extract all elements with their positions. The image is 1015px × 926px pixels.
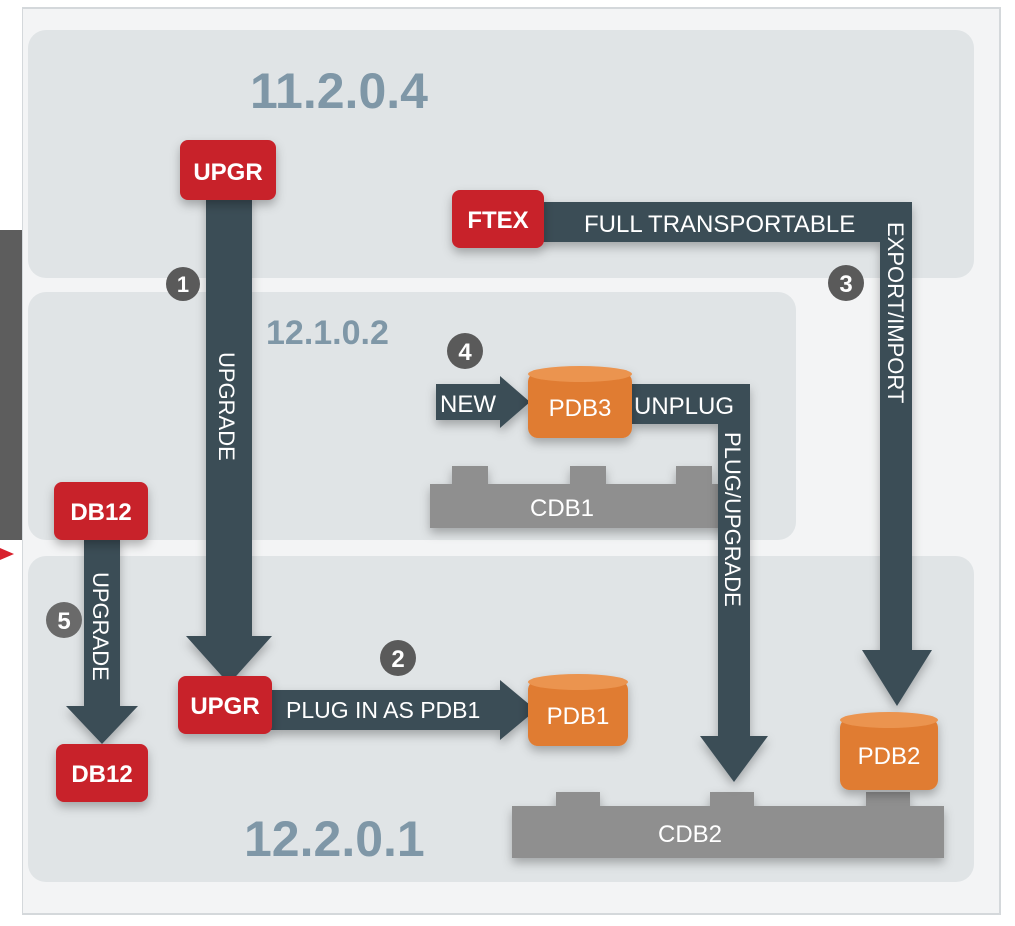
left-edge-fragment xyxy=(0,0,22,926)
upgr-top-label: UPGR xyxy=(193,159,262,186)
cdb2-container-bar xyxy=(512,792,944,858)
plug-upgrade-label: PLUG/UPGRADE xyxy=(720,432,745,607)
ftex-label: FTEX xyxy=(467,207,528,234)
svg-text:4: 4 xyxy=(458,339,472,366)
db12-bottom-node xyxy=(56,744,148,802)
version-label-11-2-0-4: 11.2.0.4 xyxy=(250,63,428,119)
version-label-12-2-0-1: 12.2.0.1 xyxy=(244,811,425,867)
version-label-12-1-0-2: 12.1.0.2 xyxy=(266,314,389,352)
plug-in-label: PLUG IN AS PDB1 xyxy=(286,697,480,723)
svg-text:2: 2 xyxy=(391,646,404,673)
unplug-plug-upgrade-arrow xyxy=(632,384,768,782)
cdb1-container-bar xyxy=(430,466,736,528)
upgrade-arrow-1 xyxy=(186,194,272,684)
plug-in-arrow-2 xyxy=(270,680,536,740)
cdb2-label: CDB2 xyxy=(658,821,722,848)
pdb3-node xyxy=(528,366,632,438)
upgrade-arrow-1-label: UPGRADE xyxy=(214,352,239,461)
upgr-top-node xyxy=(180,140,276,200)
pdb1-node xyxy=(528,674,628,746)
full-transportable-label: FULL TRANSPORTABLE xyxy=(584,211,855,238)
new-label: NEW xyxy=(440,391,496,418)
new-arrow-4 xyxy=(436,376,530,428)
step-5-badge: 5 xyxy=(46,602,82,638)
pdb2-label: PDB2 xyxy=(858,743,921,770)
svg-text:1: 1 xyxy=(177,272,189,297)
unplug-label: UNPLUG xyxy=(634,393,734,420)
svg-text:3: 3 xyxy=(839,271,852,298)
pdb1-label: PDB1 xyxy=(547,703,610,730)
ftex-node xyxy=(452,190,544,248)
svg-text:5: 5 xyxy=(57,608,70,635)
step-4-badge: 4 xyxy=(447,333,483,369)
step-3-badge: 3 xyxy=(828,265,864,301)
pdb3-label: PDB3 xyxy=(549,395,612,422)
export-import-label: EXPORT/IMPORT xyxy=(883,222,908,403)
upgrade-arrow-5-label: UPGRADE xyxy=(88,572,113,681)
upgr-bottom-node xyxy=(178,676,272,734)
step-2-badge: 2 xyxy=(380,640,416,676)
db12-bottom-label: DB12 xyxy=(71,761,132,788)
db12-top-node xyxy=(54,482,148,540)
upgr-bottom-label: UPGR xyxy=(190,693,259,720)
cdb1-label: CDB1 xyxy=(530,495,594,522)
pdb2-node xyxy=(840,712,938,790)
db12-top-label: DB12 xyxy=(70,499,131,526)
export-import-arrow-3 xyxy=(540,202,932,706)
upgrade-arrow-5 xyxy=(66,536,138,744)
step-1-badge: 1 xyxy=(166,267,200,301)
